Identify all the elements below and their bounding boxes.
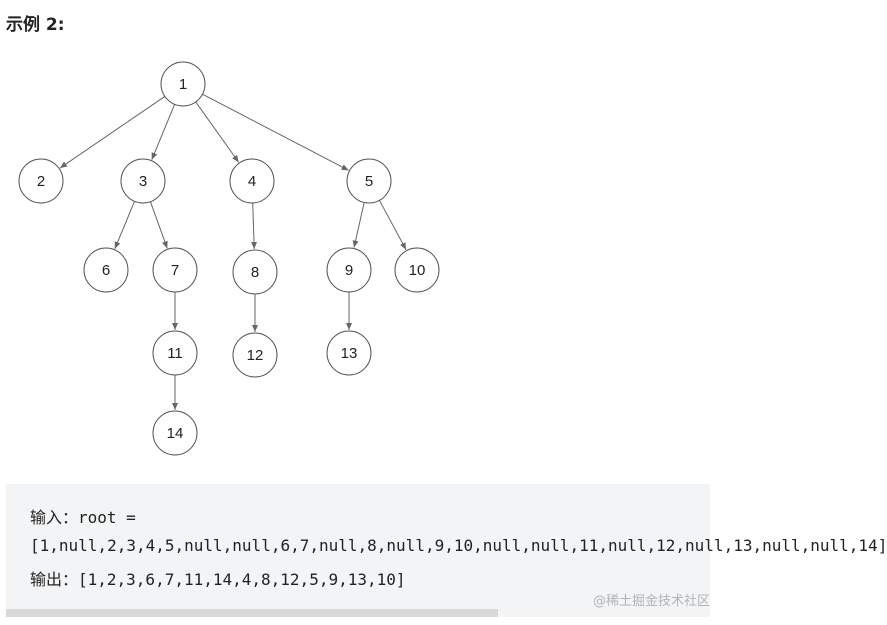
tree-node-circle [232,332,278,378]
tree-node-6: 6 [83,247,129,293]
output-line: 输出：[1,2,3,6,7,11,14,4,8,12,5,9,13,10] [30,570,406,589]
tree-node-1: 1 [160,61,206,107]
tree-node-circle [83,247,129,293]
input-array-line: [1,null,2,3,4,5,null,null,6,7,null,8,nul… [30,536,887,555]
tree-node-2: 2 [18,158,64,204]
tree-node-label: 13 [341,345,358,362]
tree-edges [59,93,407,410]
tree-node-8: 8 [232,249,278,295]
tree-node-circle [18,158,64,204]
tree-node-circle [394,247,440,293]
tree-node-circle [152,410,198,456]
tree-edge-1-3 [151,104,176,160]
tree-node-label: 11 [167,345,183,362]
tree-node-7: 7 [152,247,198,293]
tree-node-circle [232,249,278,295]
tree-node-circle [160,61,206,107]
tree-node-circle [229,158,275,204]
tree-node-5: 5 [346,158,392,204]
tree-node-circle [152,330,198,376]
tree-edge-5-10 [379,200,407,250]
tree-node-14: 14 [152,410,198,456]
tree-node-circle [326,247,372,293]
tree-node-label: 12 [247,347,264,364]
tree-node-label: 4 [248,173,256,190]
tree-node-circle [346,158,392,204]
example-heading: 示例 2: [6,15,65,35]
tree-edge-3-7 [149,201,168,249]
tree-node-label: 6 [102,262,110,279]
tree-node-circle [152,247,198,293]
tree-node-12: 12 [232,332,278,378]
tree-node-label: 1 [179,76,187,93]
horizontal-scrollbar[interactable] [6,609,498,617]
tree-edge-1-5 [202,93,349,171]
tree-node-label: 8 [251,264,259,281]
tree-edge-5-9 [352,202,365,248]
tree-node-label: 2 [37,173,45,190]
input-label-line: 输入：root = [30,508,136,527]
tree-node-3: 3 [120,158,166,204]
example-code-block: 输入：root = [1,null,2,3,4,5,null,null,6,7,… [6,484,887,617]
tree-edge-3-6 [114,201,136,249]
tree-edge-1-4 [195,101,240,163]
tree-node-11: 11 [152,330,198,376]
tree-node-4: 4 [229,158,275,204]
watermark: @稀土掘金技术社区 [592,594,710,609]
tree-node-label: 14 [167,425,184,442]
tree-node-circle [326,330,372,376]
tree-node-label: 3 [139,173,147,190]
tree-node-9: 9 [326,247,372,293]
tree-node-circle [120,158,166,204]
tree-node-label: 9 [345,262,353,279]
tree-node-label: 10 [409,262,426,279]
tree-node-10: 10 [394,247,440,293]
tree-edge-4-8 [251,202,258,250]
tree-node-label: 5 [365,173,373,190]
tree-node-label: 7 [171,262,179,279]
tree-node-13: 13 [326,330,372,376]
tree-edge-1-2 [59,95,166,169]
